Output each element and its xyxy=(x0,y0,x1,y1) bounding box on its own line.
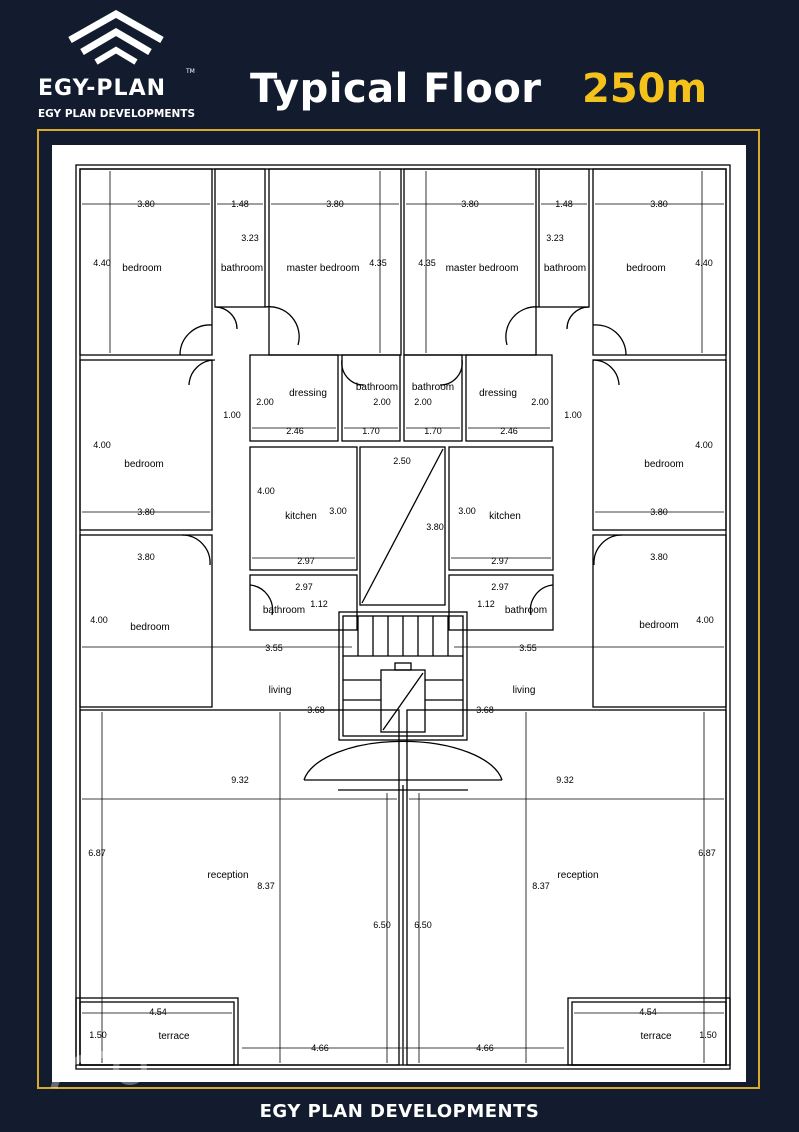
dimension-label: 3.80 xyxy=(137,199,155,209)
floor-area: 250m xyxy=(582,66,708,112)
room-label: reception xyxy=(207,870,248,881)
dimension-label: 3.80 xyxy=(650,552,668,562)
dimension-label: 4.66 xyxy=(476,1043,494,1053)
dimension-label: 4.66 xyxy=(311,1043,329,1053)
brand-name: EGY-PLAN xyxy=(38,76,167,101)
dimension-label: 3.23 xyxy=(241,233,259,243)
dimension-label: 3.80 xyxy=(650,507,668,517)
dimension-label: 3.23 xyxy=(546,233,564,243)
dimension-label: 4.00 xyxy=(90,615,108,625)
dimension-label: 2.00 xyxy=(414,397,432,407)
room-label: bedroom xyxy=(124,459,163,470)
floor-plan: bedroom bathroom master bedroom master b… xyxy=(52,145,746,1082)
dimension-label: 1.48 xyxy=(231,199,249,209)
room-label: terrace xyxy=(158,1031,190,1042)
dimension-label: 2.00 xyxy=(256,397,274,407)
room-label: bedroom xyxy=(626,263,665,274)
dimension-label: 4.00 xyxy=(93,440,111,450)
room-label: kitchen xyxy=(285,511,317,522)
room-label: dressing xyxy=(479,388,517,399)
brand-subtitle: EGY PLAN DEVELOPMENTS xyxy=(38,108,196,120)
dimension-label: 3.68 xyxy=(476,705,494,715)
room-label: bedroom xyxy=(639,620,678,631)
room-label: living xyxy=(513,685,536,696)
dimension-label: 4.40 xyxy=(695,258,713,268)
room-label: bedroom xyxy=(644,459,683,470)
dimension-label: 1.12 xyxy=(310,599,328,609)
dimension-label: 4.00 xyxy=(695,440,713,450)
dimension-label: 3.80 xyxy=(326,199,344,209)
dimension-label: 1.00 xyxy=(223,410,241,420)
dimension-label: 1.48 xyxy=(555,199,573,209)
room-label: living xyxy=(269,685,292,696)
dimension-label: 6.87 xyxy=(88,848,106,858)
dimension-label: 6.50 xyxy=(373,920,391,930)
room-label: bedroom xyxy=(122,263,161,274)
dimension-label: 3.80 xyxy=(461,199,479,209)
room-label: master bedroom xyxy=(446,263,519,274)
room-label: bathroom xyxy=(544,263,586,274)
dimension-label: 1.50 xyxy=(89,1030,107,1040)
dimension-label: 4.00 xyxy=(696,615,714,625)
dimension-label: 1.70 xyxy=(362,426,380,436)
dimension-label: 3.00 xyxy=(329,506,347,516)
dimension-label: 2.97 xyxy=(491,582,509,592)
dimension-label: 3.68 xyxy=(307,705,325,715)
dimension-label: 3.00 xyxy=(458,506,476,516)
dimension-label: 3.80 xyxy=(426,522,444,532)
dimension-label: 4.35 xyxy=(369,258,387,268)
page-title: Typical Floor xyxy=(250,66,542,112)
dimension-label: 2.97 xyxy=(491,556,509,566)
dimension-label: 4.40 xyxy=(93,258,111,268)
dimension-label: 3.55 xyxy=(519,643,537,653)
brand-logo: EGY-PLAN TM EGY PLAN DEVELOPMENTS xyxy=(38,10,208,120)
room-label: kitchen xyxy=(489,511,521,522)
dimension-label: 1.50 xyxy=(699,1030,717,1040)
plan-frame xyxy=(37,129,760,1089)
dimension-label: 4.00 xyxy=(257,486,275,496)
dimension-label: 4.35 xyxy=(418,258,436,268)
room-label: bedroom xyxy=(130,622,169,633)
room-label: bathroom xyxy=(412,382,454,393)
dimension-label: 6.87 xyxy=(698,848,716,858)
dimension-label: 1.70 xyxy=(424,426,442,436)
dimension-label: 2.97 xyxy=(295,582,313,592)
dimension-label: 2.00 xyxy=(531,397,549,407)
dimension-label: 1.12 xyxy=(477,599,495,609)
dimension-label: 9.32 xyxy=(231,775,249,785)
dimension-label: 2.97 xyxy=(297,556,315,566)
room-label: bathroom xyxy=(356,382,398,393)
room-label: terrace xyxy=(640,1031,672,1042)
dimension-label: 4.54 xyxy=(639,1007,657,1017)
dimension-label: 2.46 xyxy=(286,426,304,436)
dimension-label: 4.54 xyxy=(149,1007,167,1017)
brand-trademark: TM xyxy=(186,68,195,75)
dimension-label: 9.32 xyxy=(556,775,574,785)
room-label: reception xyxy=(557,870,598,881)
dimension-label: 3.80 xyxy=(137,507,155,517)
dimension-label: 6.50 xyxy=(414,920,432,930)
room-label: dressing xyxy=(289,388,327,399)
room-label: bathroom xyxy=(221,263,263,274)
room-label: bathroom xyxy=(505,605,547,616)
dimension-label: 2.46 xyxy=(500,426,518,436)
room-label: master bedroom xyxy=(287,263,360,274)
dimension-label: 8.37 xyxy=(257,881,275,891)
dimension-label: 3.80 xyxy=(650,199,668,209)
room-label: bathroom xyxy=(263,605,305,616)
dimension-label: 8.37 xyxy=(532,881,550,891)
watermark-icon xyxy=(50,1051,147,1090)
footer-text: EGY PLAN DEVELOPMENTS xyxy=(259,1101,540,1122)
dimension-label: 3.80 xyxy=(137,552,155,562)
dimension-label: 2.00 xyxy=(373,397,391,407)
dimension-label: 3.55 xyxy=(265,643,283,653)
dimension-label: 2.50 xyxy=(393,456,411,466)
chevron-roof-icon xyxy=(68,10,164,65)
dimension-label: 1.00 xyxy=(564,410,582,420)
